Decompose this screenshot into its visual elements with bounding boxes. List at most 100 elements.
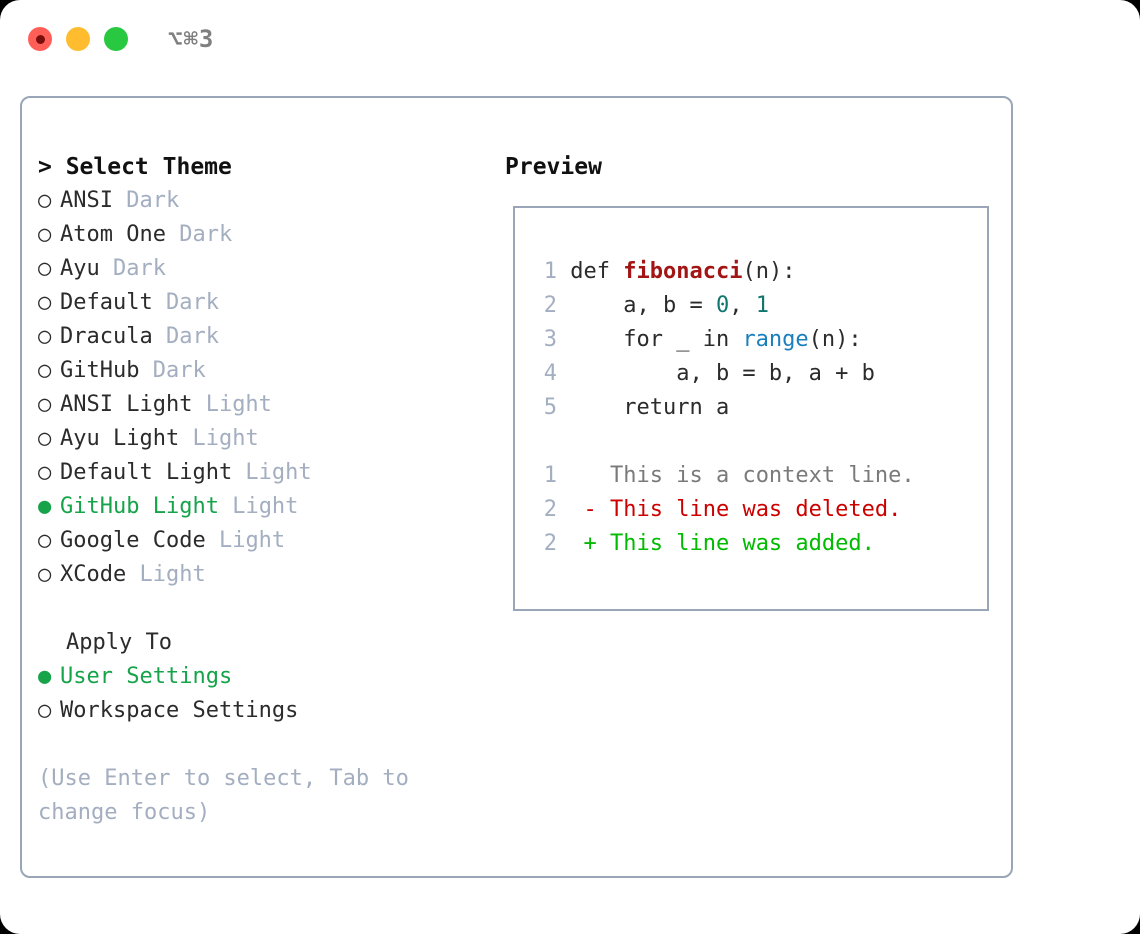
theme-variant-tag: Dark xyxy=(152,290,219,315)
diff-line: 1 This is a context line. xyxy=(531,459,915,493)
radio-unselected-icon[interactable]: ○ xyxy=(38,698,52,723)
radio-unselected-icon[interactable]: ○ xyxy=(38,426,52,451)
list-spacer xyxy=(38,592,498,626)
code-token: fibonacci xyxy=(623,259,743,284)
window-controls xyxy=(28,27,128,51)
preview-column: Preview 1 def fibonacci(n):2 a, b = 0, 1… xyxy=(500,150,1000,611)
diff-text: This is a context line. xyxy=(596,463,915,488)
title-bar: ⌥⌘3 xyxy=(0,0,1140,78)
theme-variant-tag: Light xyxy=(232,460,312,485)
theme-picker-panel: > Select Theme ○ANSI Dark○Atom One Dark○… xyxy=(20,96,1013,878)
theme-option-label: XCode xyxy=(60,562,127,587)
apply-to-option-label: Workspace Settings xyxy=(60,698,299,723)
diff-line: 2 - This line was deleted. xyxy=(531,493,915,527)
radio-unselected-icon[interactable]: ○ xyxy=(38,562,52,587)
theme-variant-tag: Light xyxy=(192,392,272,417)
apply-to-option[interactable]: ○ Workspace Settings xyxy=(38,694,498,728)
line-number: 5 xyxy=(543,395,557,420)
theme-option[interactable]: ●GitHub Light Light xyxy=(38,490,498,524)
diff-marker: - xyxy=(583,497,597,522)
theme-option[interactable]: ○ Google Code Light xyxy=(38,524,498,558)
code-token: 1 xyxy=(755,293,769,318)
code-token: , xyxy=(729,293,756,318)
radio-unselected-icon[interactable]: ○ xyxy=(38,188,52,213)
diff-marker xyxy=(584,463,597,488)
code-token: (n): xyxy=(742,259,796,284)
theme-option[interactable]: ○ Dracula Dark xyxy=(38,320,498,354)
radio-unselected-icon[interactable]: ○ xyxy=(38,256,52,281)
code-line: 4 a, b = b, a + b xyxy=(531,357,915,391)
diff-marker: + xyxy=(583,531,597,556)
code-token: range xyxy=(742,327,809,352)
theme-variant-tag: Light xyxy=(126,562,206,587)
code-line: 1 def fibonacci(n): xyxy=(531,255,915,289)
theme-option-label: Ayu Light xyxy=(60,426,180,451)
theme-variant-tag: Dark xyxy=(112,188,180,213)
theme-variant-tag: Dark xyxy=(152,324,219,349)
theme-option-label: Atom One xyxy=(60,222,166,247)
line-number: 2 xyxy=(543,293,557,318)
theme-option[interactable]: ○Ayu Dark xyxy=(38,252,498,286)
line-number: 2 xyxy=(543,497,557,522)
line-number: 1 xyxy=(543,463,557,488)
theme-variant-tag: Light xyxy=(179,426,259,451)
theme-select-column: > Select Theme ○ANSI Dark○Atom One Dark○… xyxy=(38,150,498,830)
theme-option[interactable]: ○ XCode Light xyxy=(38,558,498,592)
theme-list[interactable]: ○ANSI Dark○Atom One Dark○Ayu Dark○Defaul… xyxy=(38,184,498,592)
apply-to-title: Apply To xyxy=(66,630,172,655)
code-token: a, b = xyxy=(570,293,716,318)
theme-option-label: Default xyxy=(60,290,153,315)
diff-text: This line was deleted. xyxy=(596,497,902,522)
radio-unselected-icon[interactable]: ○ xyxy=(38,358,52,383)
minimize-button[interactable] xyxy=(66,27,90,51)
line-number: 1 xyxy=(543,259,557,284)
theme-option[interactable]: ○ Atom One Dark xyxy=(38,218,498,252)
radio-unselected-icon[interactable]: ○ xyxy=(38,290,52,315)
apply-to-option[interactable]: ● User Settings xyxy=(38,660,498,694)
maximize-button[interactable] xyxy=(104,27,128,51)
radio-selected-icon[interactable]: ● xyxy=(38,664,52,689)
radio-unselected-icon[interactable]: ○ xyxy=(38,324,52,349)
theme-option[interactable]: ○ ANSI Dark xyxy=(38,184,498,218)
theme-option-label: Google Code xyxy=(60,528,206,553)
theme-option[interactable]: ○ Ayu Light Light xyxy=(38,422,498,456)
apply-to-group[interactable]: ● User Settings ○ Workspace Settings xyxy=(38,660,498,728)
radio-unselected-icon[interactable]: ○ xyxy=(38,460,52,485)
theme-variant-tag: Light xyxy=(205,528,286,553)
radio-unselected-icon[interactable]: ○ xyxy=(38,222,52,247)
keyboard-hint-text: (Use Enter to select, Tab to change focu… xyxy=(38,766,423,825)
diff-line: 2 + This line was added. xyxy=(531,527,915,561)
theme-option[interactable]: ○ GitHub Dark xyxy=(38,354,498,388)
theme-option[interactable]: ○ Default Light Light xyxy=(38,456,498,490)
close-button[interactable] xyxy=(28,27,52,51)
code-line: 3 for _ in range(n): xyxy=(531,323,915,357)
diff-text: This line was added. xyxy=(596,531,875,556)
theme-variant-tag: Light xyxy=(218,494,299,519)
code-token: for _ in xyxy=(570,327,743,352)
preview-title: Preview xyxy=(505,154,602,180)
keyboard-shortcut-label: ⌥⌘3 xyxy=(168,25,215,53)
theme-option[interactable]: ○ Default Dark xyxy=(38,286,498,320)
line-number: 2 xyxy=(543,531,557,556)
line-number: 4 xyxy=(543,361,557,386)
theme-variant-tag: Dark xyxy=(165,222,233,247)
theme-option[interactable]: ○ANSI Light Light xyxy=(38,388,498,422)
theme-option-label: ANSI xyxy=(60,188,113,213)
radio-unselected-icon[interactable]: ○ xyxy=(38,528,52,553)
code-token: return a xyxy=(570,395,730,420)
code-blank-line xyxy=(531,425,915,459)
theme-option-label: GitHub xyxy=(60,358,140,383)
select-theme-header: > Select Theme xyxy=(38,154,232,180)
code-line: 2 a, b = 0, 1 xyxy=(531,289,915,323)
radio-selected-icon[interactable]: ● xyxy=(38,494,52,519)
theme-option-label: Dracula xyxy=(60,324,153,349)
code-token: (n): xyxy=(808,327,862,352)
code-token: def xyxy=(570,259,624,284)
theme-option-label: Default Light xyxy=(60,460,233,485)
radio-unselected-icon[interactable]: ○ xyxy=(38,392,52,417)
apply-to-option-label: User Settings xyxy=(60,664,233,689)
theme-variant-tag: Dark xyxy=(139,358,206,383)
